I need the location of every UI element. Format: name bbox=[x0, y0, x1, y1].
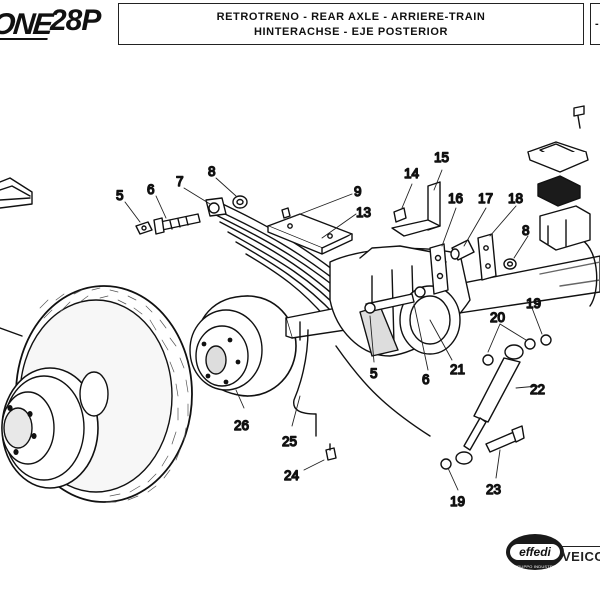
wheel-assembly bbox=[1, 285, 193, 503]
page-number-box: - bbox=[590, 3, 600, 45]
callout-8-right: 8 bbox=[522, 223, 530, 238]
callout-6-lower: 6 bbox=[422, 372, 430, 387]
company-name-fragment: VEICO bbox=[562, 549, 600, 564]
callout-19-lower: 19 bbox=[450, 494, 465, 509]
callout-17: 17 bbox=[478, 191, 493, 206]
fitting-24 bbox=[325, 443, 337, 461]
callout-18: 18 bbox=[508, 191, 523, 206]
plate-18 bbox=[477, 233, 497, 281]
nut-5 bbox=[135, 221, 153, 235]
spring-seat bbox=[527, 105, 591, 251]
bracket-15 bbox=[391, 181, 441, 237]
bolt-14 bbox=[393, 207, 407, 223]
brake-line bbox=[293, 329, 317, 437]
through-bolt-6b bbox=[364, 286, 426, 314]
leader-1 bbox=[0, 327, 23, 337]
callout-5-upper: 5 bbox=[116, 188, 124, 203]
callout-16: 16 bbox=[448, 191, 463, 206]
callout-23: 23 bbox=[486, 482, 501, 497]
callout-15: 15 bbox=[434, 150, 449, 165]
title-line-2: HINTERACHSE - EJE POSTERIOR bbox=[253, 26, 449, 38]
callout-7: 7 bbox=[176, 174, 184, 189]
leader-lines bbox=[124, 169, 543, 491]
model-number: 28P bbox=[50, 4, 101, 37]
callout-9: 9 bbox=[354, 184, 362, 199]
callout-8-upper: 8 bbox=[208, 164, 216, 179]
title-line-1: RETROTRENO - REAR AXLE - ARRIERE-TRAIN bbox=[216, 11, 486, 23]
washers-20-19 bbox=[440, 334, 552, 470]
clamp-plate bbox=[267, 207, 353, 255]
axle-shaft-line bbox=[335, 345, 431, 437]
logo-wordmark: effedi bbox=[519, 545, 551, 559]
left-bracket-part bbox=[0, 177, 33, 209]
callout-6-upper: 6 bbox=[147, 182, 155, 197]
shock-absorber bbox=[455, 344, 524, 465]
bolt-23 bbox=[485, 425, 525, 453]
logo-inner bbox=[510, 544, 560, 560]
callout-5-lower: 5 bbox=[370, 366, 378, 381]
right-wheel-hint bbox=[581, 239, 598, 307]
spring-bolt-6 bbox=[153, 213, 201, 235]
bushing-17 bbox=[450, 239, 475, 261]
nut-8b bbox=[503, 258, 517, 270]
page-number-fragment: - bbox=[595, 18, 599, 30]
effedi-logo: effedi GRUPPO INDUSTRIALE bbox=[506, 534, 568, 572]
u-bracket-16 bbox=[429, 243, 449, 295]
callout-13: 13 bbox=[356, 205, 371, 220]
callout-25: 25 bbox=[282, 434, 297, 449]
callout-19-upper: 19 bbox=[526, 296, 541, 311]
callout-21: 21 bbox=[450, 362, 465, 377]
callout-26: 26 bbox=[234, 418, 249, 433]
callout-20: 20 bbox=[490, 310, 505, 325]
bushing-8 bbox=[232, 195, 248, 209]
callout-22: 22 bbox=[530, 382, 545, 397]
title-box: RETROTRENO - REAR AXLE - ARRIERE-TRAIN H… bbox=[118, 3, 584, 45]
logo-subtext: GRUPPO INDUSTRIALE bbox=[514, 564, 563, 569]
brake-drum bbox=[189, 295, 297, 397]
callout-14: 14 bbox=[404, 166, 420, 181]
callout-24: 24 bbox=[284, 468, 300, 483]
company-rule bbox=[562, 546, 600, 547]
